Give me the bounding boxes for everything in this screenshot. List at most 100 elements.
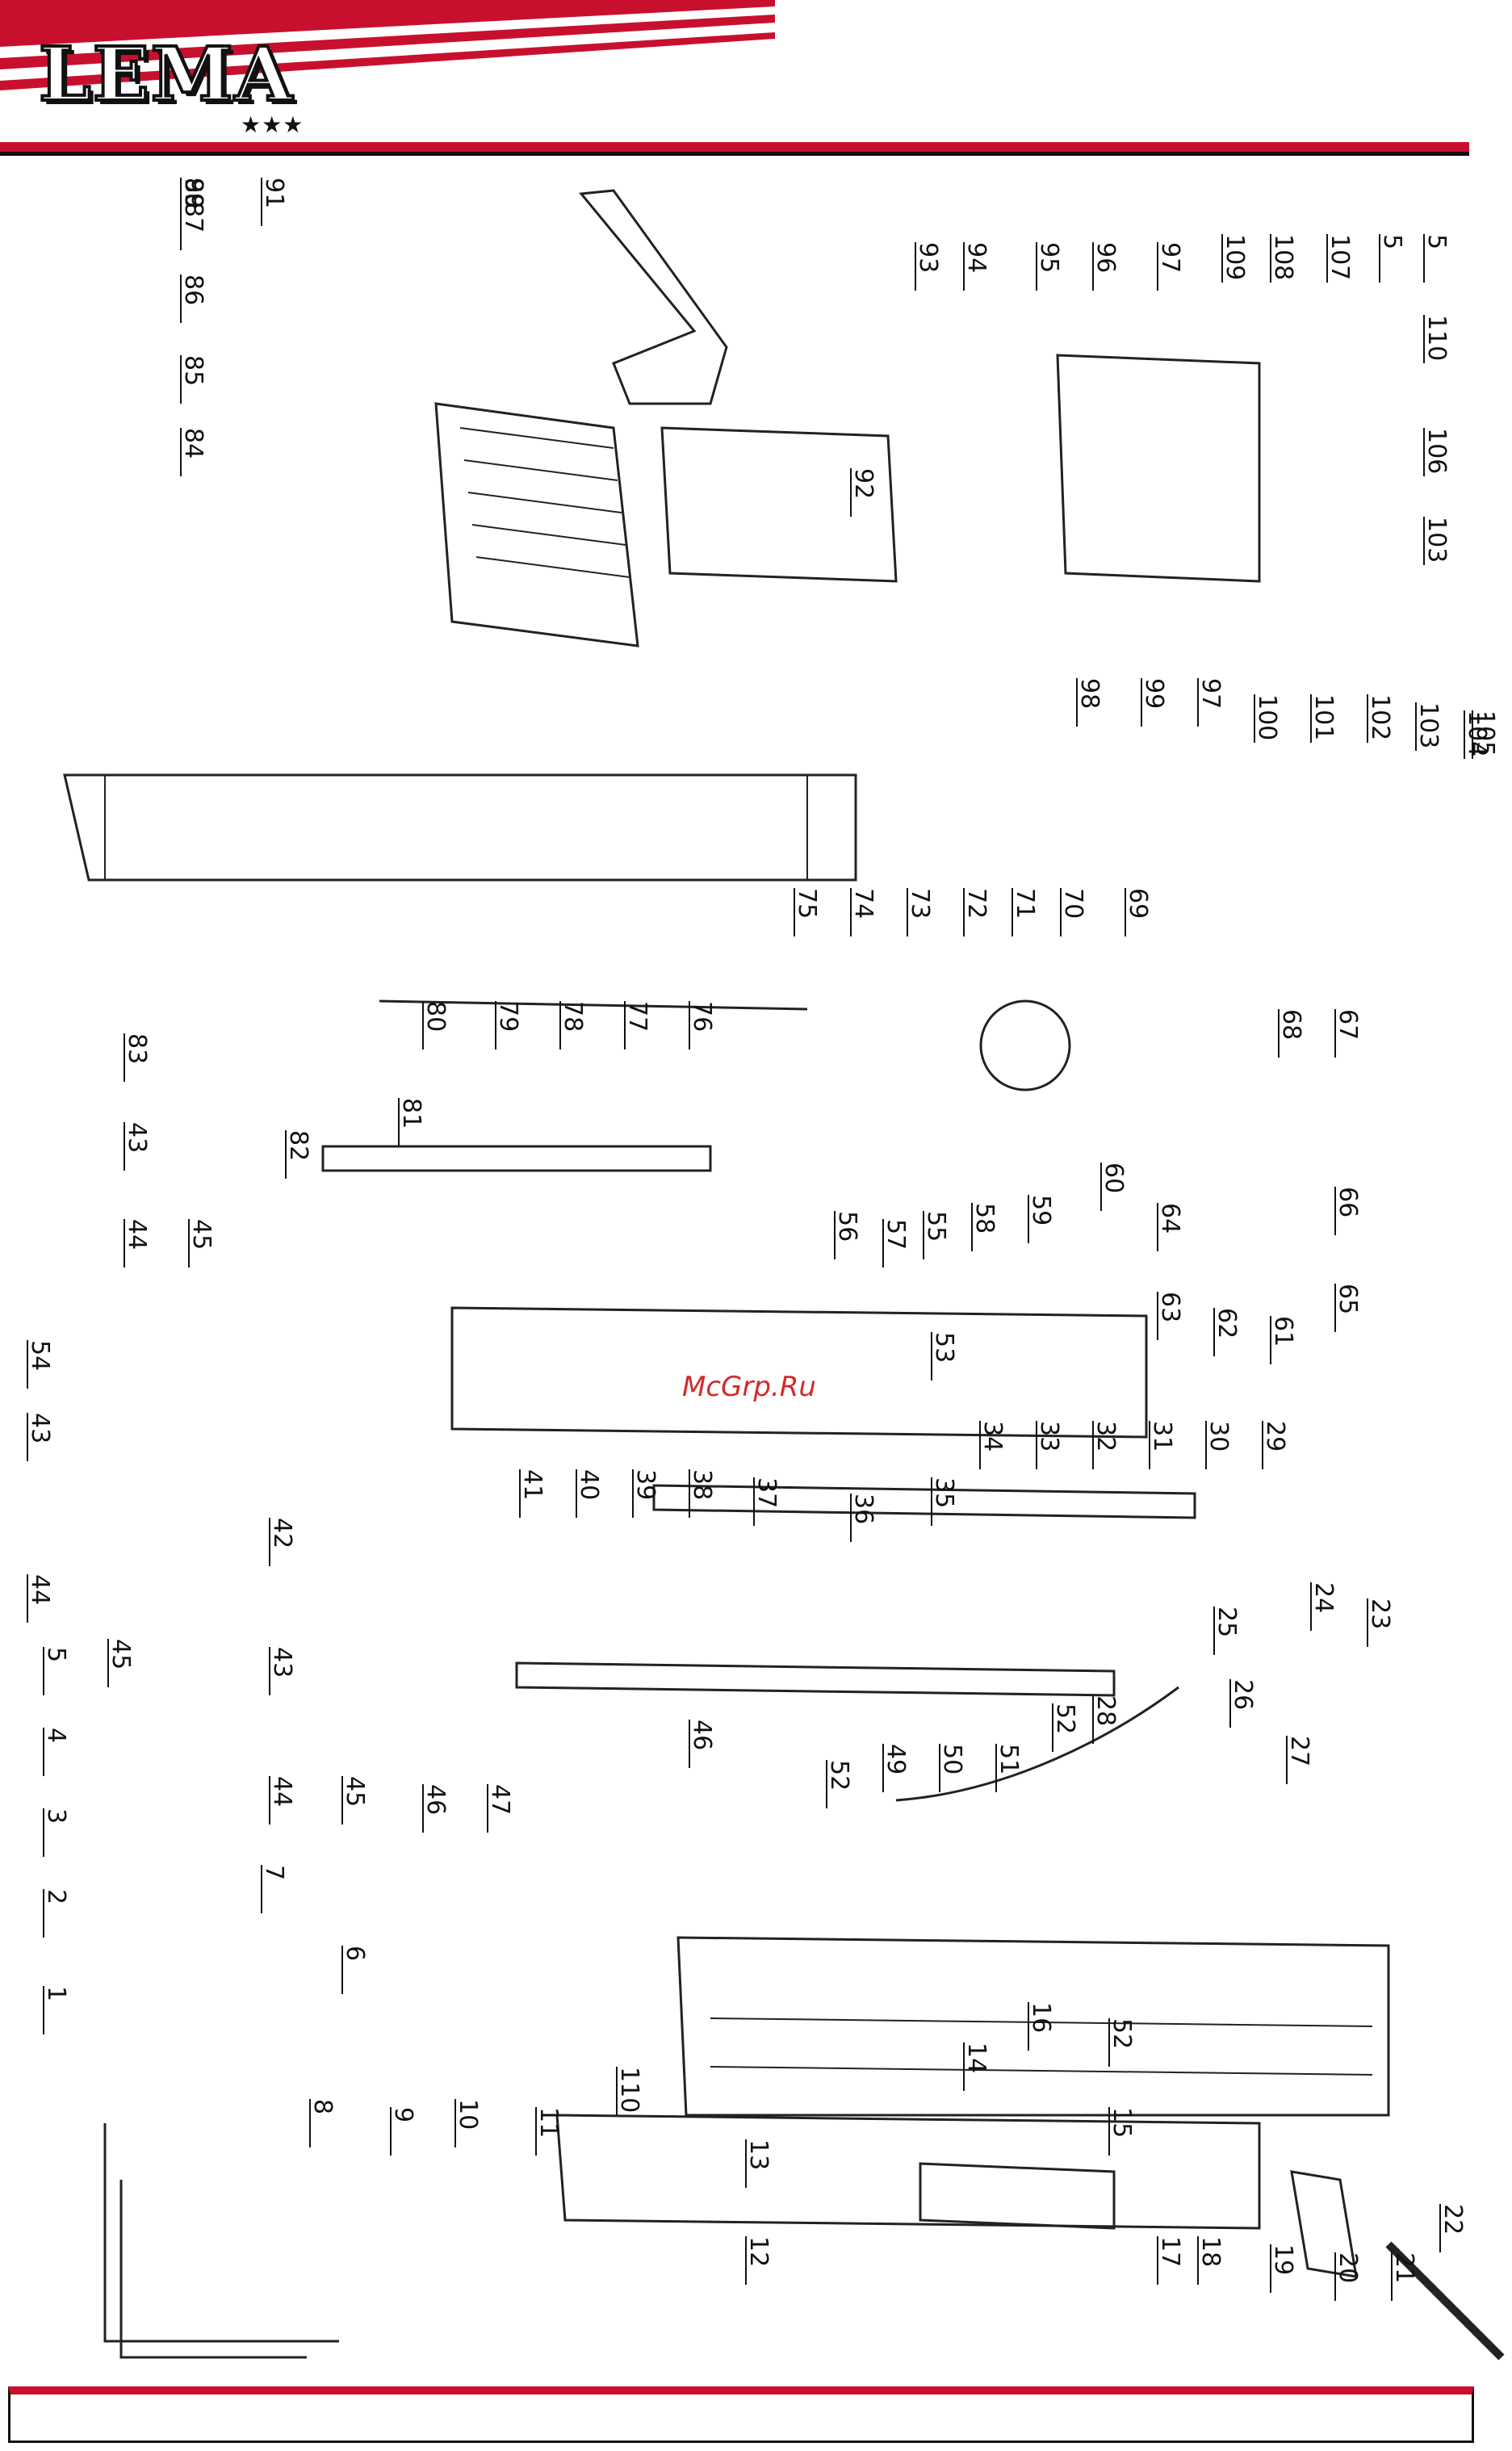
callout-l45b: 45	[107, 1639, 135, 1670]
callout-l43c: 43	[268, 1647, 296, 1678]
part-2-hydraulic-lines	[103, 2123, 339, 2359]
callout-l56: 56	[833, 1211, 861, 1242]
callout-l33: 33	[1035, 1421, 1063, 1452]
callout-l106: 106	[1422, 428, 1451, 474]
callout-l24: 24	[1309, 1582, 1338, 1613]
callout-l10: 10	[454, 2099, 482, 2130]
callout-l94: 94	[962, 242, 991, 273]
callout-l35: 35	[930, 1477, 958, 1508]
footer-box	[8, 2386, 1474, 2443]
callout-l96: 96	[1091, 242, 1120, 273]
brand-logo: LEMA ★★★	[24, 24, 315, 138]
part-91-handle	[579, 189, 728, 405]
part-11-lower-column	[555, 2114, 1261, 2230]
part-22-handle	[1385, 2241, 1505, 2361]
callout-l12: 12	[744, 2236, 773, 2267]
callout-l103b: 103	[1414, 702, 1443, 748]
callout-l14: 14	[962, 2042, 991, 2073]
callout-l37: 37	[752, 1477, 781, 1508]
callout-l23: 23	[1366, 1598, 1394, 1629]
callout-l43a: 43	[123, 1122, 151, 1153]
callout-l86: 86	[179, 274, 207, 305]
callout-l6: 6	[341, 1946, 369, 1961]
callout-l74: 74	[849, 888, 877, 919]
callout-l76: 76	[688, 1001, 716, 1032]
callout-l87: 87	[179, 202, 207, 233]
callout-l54: 54	[26, 1340, 54, 1371]
callout-l97: 97	[1156, 242, 1184, 273]
callout-l99: 99	[1140, 678, 1168, 709]
callout-l81: 81	[397, 1098, 425, 1129]
callout-l77: 77	[623, 1001, 651, 1032]
callout-l90: 90	[179, 178, 207, 208]
callout-l55: 55	[922, 1211, 950, 1242]
callout-l59: 59	[1027, 1195, 1055, 1226]
callout-l3: 3	[42, 1808, 70, 1824]
callout-l107: 107	[1326, 234, 1354, 280]
part-92-guard	[434, 402, 639, 647]
callout-l62: 62	[1213, 1308, 1241, 1339]
part-46-tube	[515, 1661, 1116, 1697]
callout-l50: 50	[938, 1744, 966, 1774]
callout-l98: 98	[1075, 678, 1104, 709]
callout-l84: 84	[179, 428, 207, 459]
callout-l52a: 52	[825, 1760, 853, 1791]
callout-l92: 92	[849, 468, 877, 499]
callout-l7: 7	[260, 1865, 288, 1880]
callout-l97b: 97	[1196, 678, 1225, 709]
brand-name: LEMA	[37, 29, 295, 119]
callout-l91: 91	[260, 178, 288, 208]
callout-l5c: 5	[42, 1647, 70, 1662]
callout-l104: 104	[1463, 710, 1491, 756]
part-81-rod	[321, 1145, 712, 1172]
callout-l61: 61	[1269, 1316, 1297, 1347]
callout-l93: 93	[914, 242, 942, 273]
callout-l57: 57	[882, 1219, 910, 1250]
callout-l27: 27	[1285, 1736, 1313, 1766]
callout-l42: 42	[268, 1518, 296, 1548]
callout-l53: 53	[930, 1332, 958, 1363]
callout-l11: 11	[534, 2107, 563, 2138]
callout-l51: 51	[995, 1744, 1023, 1774]
callout-l40: 40	[575, 1469, 603, 1500]
callout-l105: 105	[1471, 710, 1499, 756]
part-69-motor	[979, 999, 1071, 1091]
callout-l79: 79	[494, 1001, 522, 1032]
header-stripes	[0, 0, 1469, 156]
callout-l18: 18	[1196, 2236, 1225, 2267]
callout-l44c: 44	[268, 1776, 296, 1807]
part-49-hose	[895, 1686, 1179, 1802]
callout-l5b: 5	[1422, 234, 1451, 249]
callout-l17: 17	[1156, 2236, 1184, 2267]
callout-l65: 65	[1334, 1284, 1362, 1314]
part-84-upper-column	[63, 773, 857, 882]
callout-l44b: 44	[26, 1574, 54, 1605]
callout-l45a: 45	[187, 1219, 216, 1250]
callout-l110a: 110	[1422, 315, 1451, 361]
callout-l47: 47	[486, 1784, 514, 1815]
callout-l26: 26	[1229, 1679, 1257, 1710]
callout-l88: 88	[179, 178, 207, 208]
callout-l58: 58	[970, 1203, 999, 1234]
callout-l80: 80	[421, 1001, 450, 1032]
callout-l38: 38	[688, 1469, 716, 1500]
callout-l85: 85	[179, 355, 207, 386]
callout-l100: 100	[1253, 694, 1281, 740]
callout-l108: 108	[1269, 234, 1297, 280]
part-28-base-frame	[676, 1936, 1390, 2117]
callout-l89: 89	[179, 178, 207, 208]
part-18-leg	[1290, 2170, 1358, 2278]
part-13-cover	[919, 2162, 1116, 2230]
callout-l78: 78	[559, 1001, 587, 1032]
callout-l64: 64	[1156, 1203, 1184, 1234]
part-53-middle-column	[450, 1306, 1148, 1439]
callout-l39: 39	[631, 1469, 660, 1500]
callout-l110b: 110	[615, 2067, 643, 2113]
callout-l60: 60	[1099, 1163, 1128, 1193]
callout-l82: 82	[284, 1130, 312, 1161]
callout-l52b: 52	[1051, 1703, 1079, 1734]
callout-l2: 2	[42, 1889, 70, 1904]
page-header: LEMA ★★★	[0, 0, 1512, 161]
callout-l29: 29	[1261, 1421, 1289, 1452]
callout-l83: 83	[123, 1033, 151, 1064]
